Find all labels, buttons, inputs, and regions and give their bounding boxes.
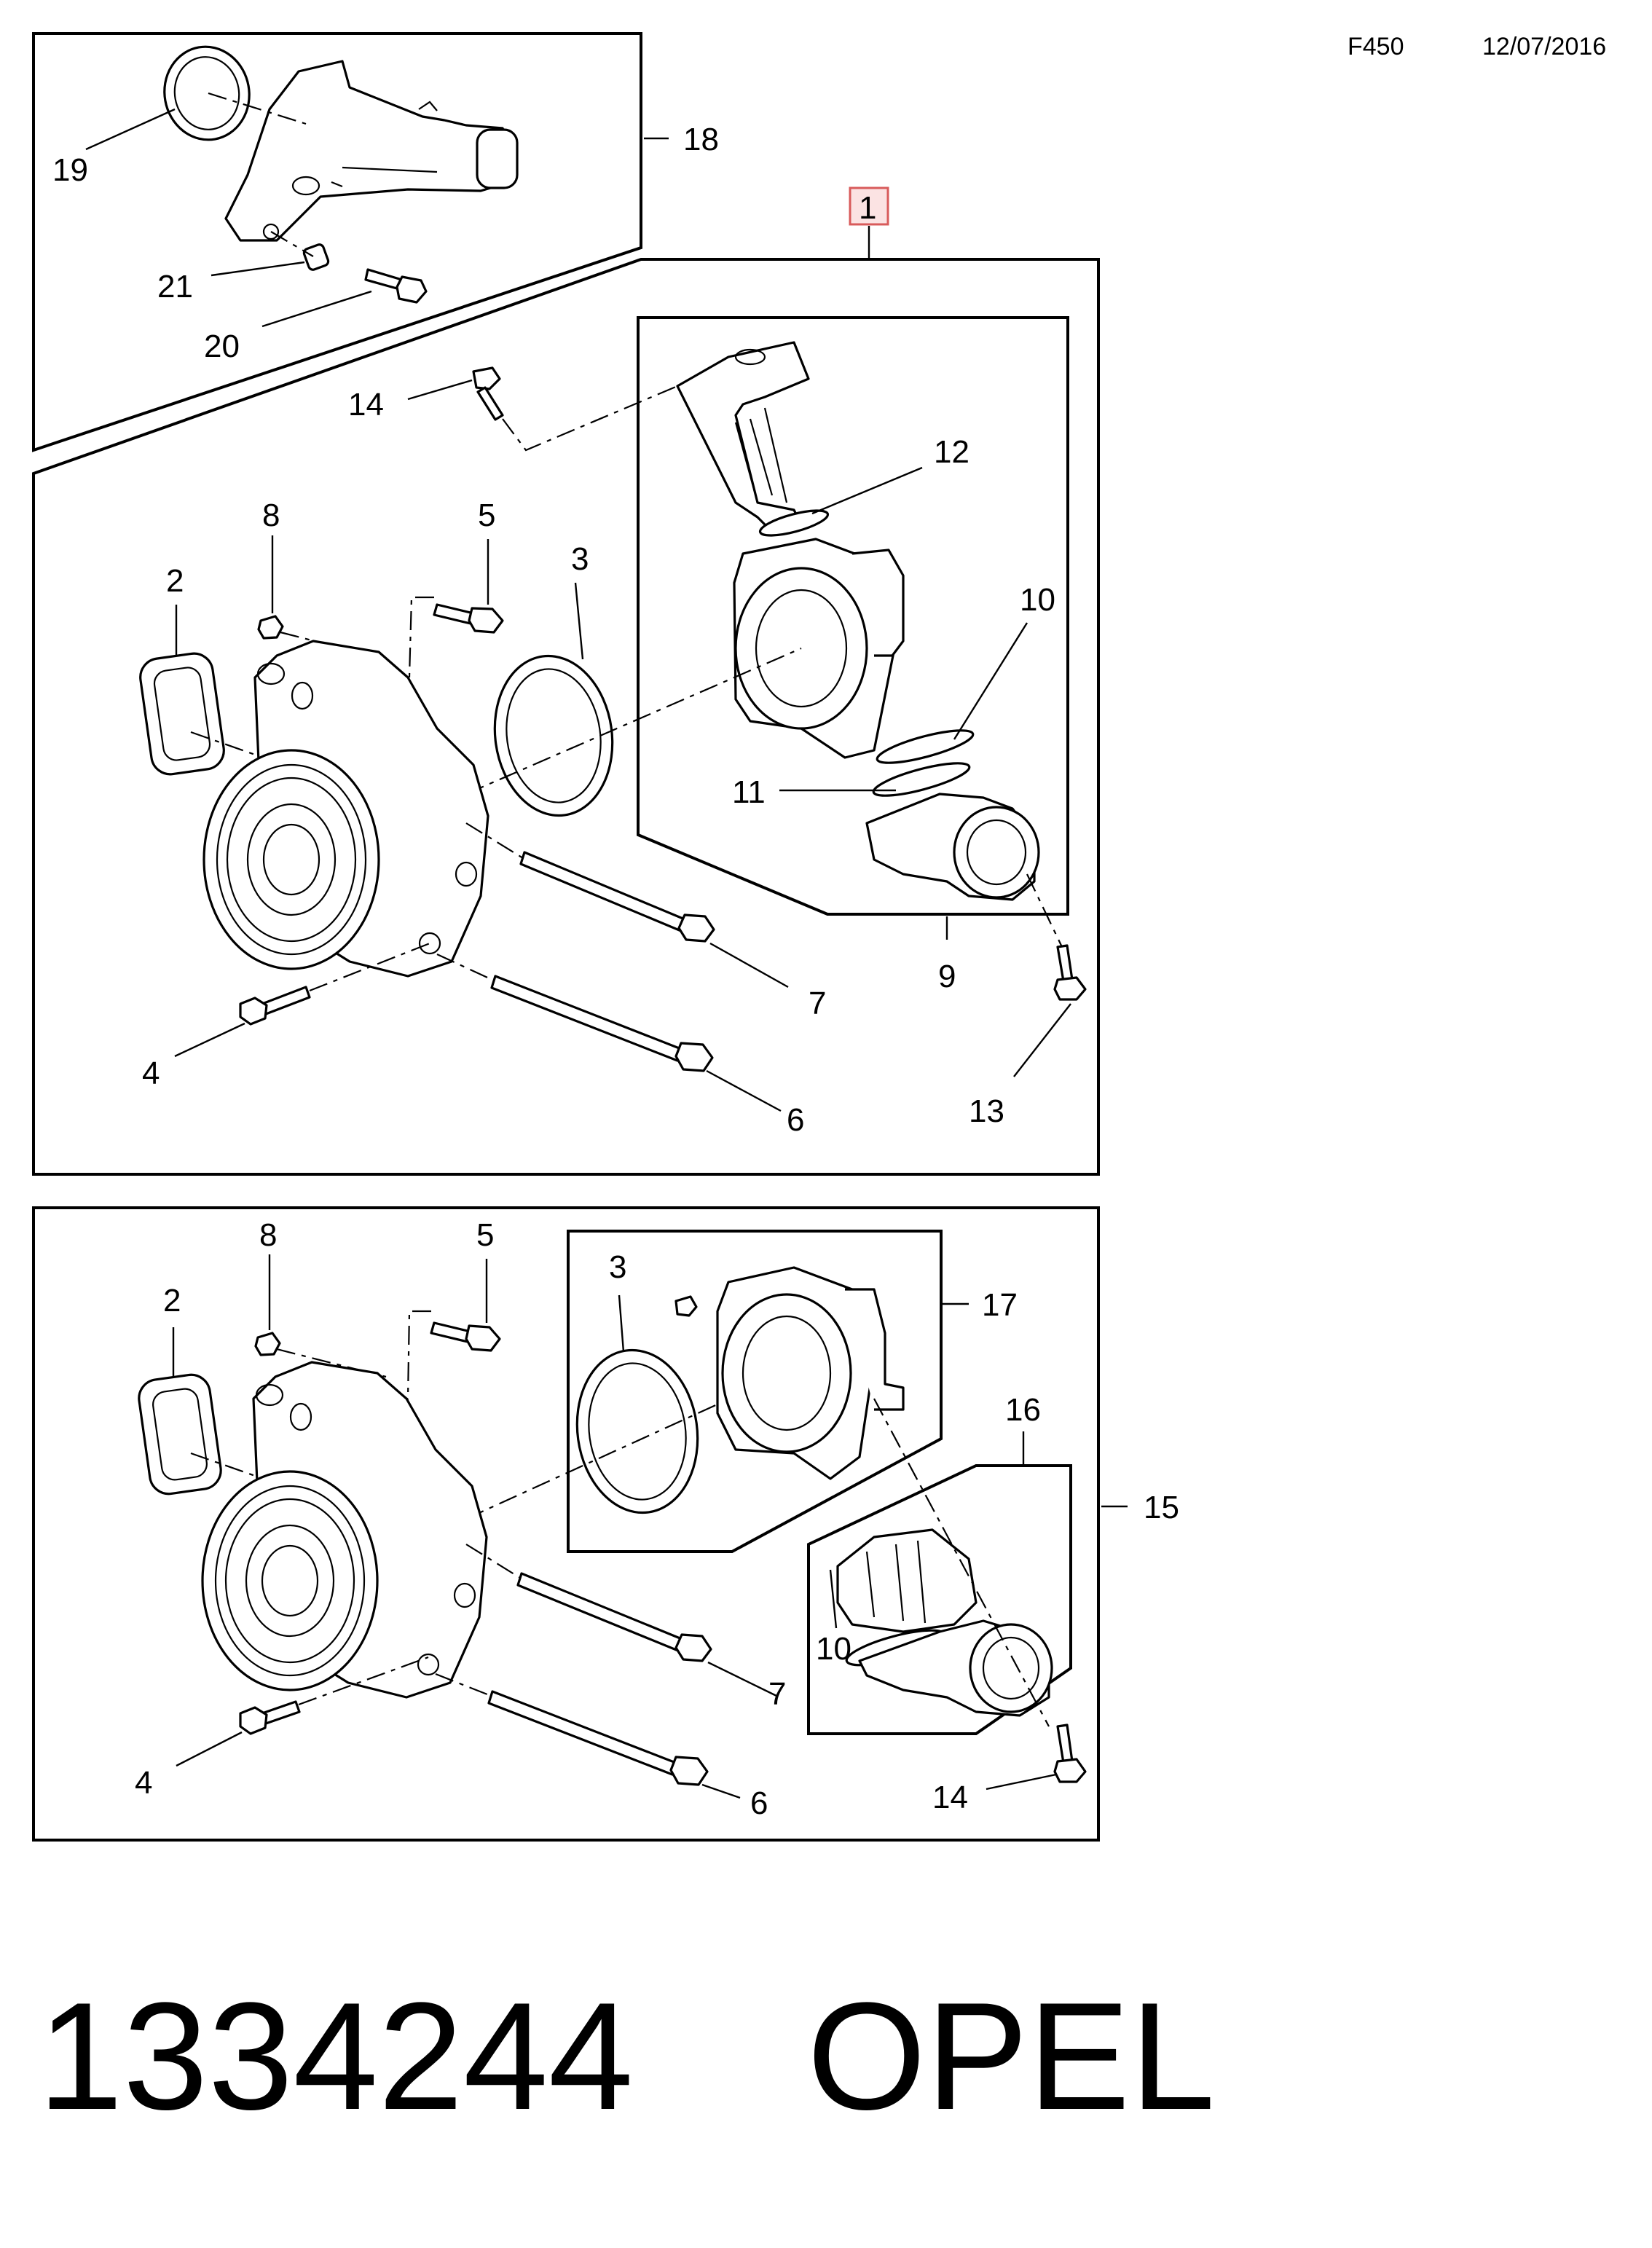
water-pump-part <box>201 1361 488 1699</box>
callout-7-b: 7 <box>768 1676 786 1712</box>
housing-seal-ring-part <box>575 1348 699 1514</box>
panel-water-pump-assembly-alternative: 17 16 15 2 8 5 3 <box>32 1206 1179 1842</box>
callout-13: 13 <box>969 1093 1004 1129</box>
callout-20: 20 <box>204 329 240 364</box>
callout-14-b: 14 <box>932 1780 968 1815</box>
callout-4: 4 <box>142 1056 160 1091</box>
brand-name: OPEL <box>807 1970 1215 2142</box>
thermostat-insert-part <box>836 1528 1053 1717</box>
diagram-date: 12/07/2016 <box>1482 33 1606 60</box>
pump-bolt-short-part <box>433 603 504 634</box>
pump-nut-part <box>254 1332 281 1356</box>
callout-10: 10 <box>1020 582 1055 618</box>
callout-21: 21 <box>157 269 193 304</box>
callout-11: 11 <box>732 774 766 810</box>
callout-1-box <box>849 186 889 226</box>
callout-3: 3 <box>571 541 589 577</box>
callout-9: 9 <box>938 959 956 994</box>
thermostat-gasket-lower-part <box>872 762 971 797</box>
part-number: 1334244 <box>38 1970 634 2142</box>
thermostat-outlet-elbow-part <box>865 793 1040 901</box>
housing-seal-ring-part <box>493 654 614 817</box>
pump-bolt-long-lower-part <box>487 1690 709 1786</box>
callout-10-b: 10 <box>816 1631 851 1667</box>
callout-18: 18 <box>683 122 719 157</box>
callout-15: 15 <box>1144 1490 1179 1525</box>
callout-5: 5 <box>478 498 495 533</box>
callout-16: 16 <box>1005 1392 1041 1428</box>
pump-bolt-small-part <box>239 1700 301 1735</box>
callout-5-b: 5 <box>476 1217 494 1253</box>
callout-17: 17 <box>982 1287 1018 1323</box>
thermostat-housing-part <box>733 538 905 759</box>
bolt-sleeve-part <box>302 243 330 271</box>
callout-14: 14 <box>348 387 384 423</box>
callout-2-b: 2 <box>163 1283 181 1318</box>
thermostat-gasket-upper-part <box>876 729 975 764</box>
diagram-code: F450 <box>1348 33 1404 60</box>
thermostat-insert-part <box>676 341 810 533</box>
thermostat-housing-part <box>674 1266 905 1480</box>
callout-8-b: 8 <box>259 1217 277 1253</box>
callout-8: 8 <box>262 498 280 533</box>
callout-1: 1 <box>859 190 876 226</box>
callout-4-b: 4 <box>135 1765 152 1801</box>
outlet-pipe-part <box>224 60 519 242</box>
thermostat-o-ring-part <box>758 509 830 537</box>
seal-ring-part <box>163 45 251 141</box>
pump-bolt-long-upper-part <box>519 851 715 943</box>
elbow-bolt-part <box>1053 944 1087 1001</box>
water-pump-part <box>202 640 489 978</box>
pump-bolt-long-upper-part <box>516 1572 712 1662</box>
callout-6-b: 6 <box>750 1785 768 1821</box>
panel-outlet-pipe-assembly: 19 18 21 20 <box>32 32 719 452</box>
pump-bolt-long-lower-part <box>490 975 714 1072</box>
callout-12: 12 <box>934 434 969 470</box>
pump-gasket-part <box>138 1373 222 1496</box>
callout-2: 2 <box>166 563 184 599</box>
callout-19: 19 <box>52 152 88 188</box>
thermostat-cover-bolt-part <box>472 366 504 421</box>
pump-bolt-small-part <box>239 986 311 1026</box>
panel-water-pump-assembly-thermostat: 1 14 12 10 11 <box>32 186 1100 1176</box>
elbow-bolt-part <box>1053 1724 1087 1783</box>
callout-7: 7 <box>809 986 826 1021</box>
callout-3-b: 3 <box>609 1249 626 1285</box>
pump-gasket-part <box>139 652 225 776</box>
callout-6: 6 <box>787 1102 804 1138</box>
pump-bolt-short-part <box>430 1321 501 1352</box>
pump-nut-part <box>257 615 284 640</box>
flange-bolt-part <box>364 268 428 304</box>
